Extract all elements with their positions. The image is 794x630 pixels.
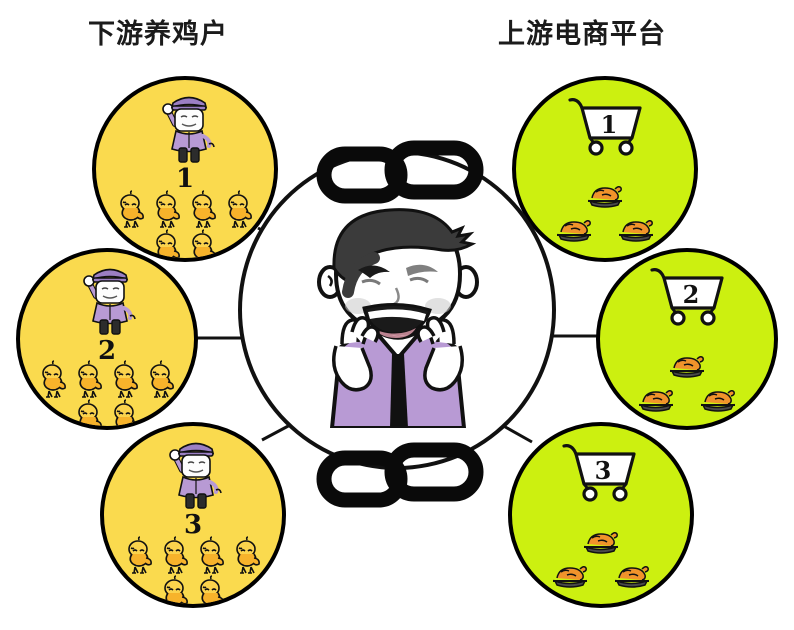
chick-icon: [156, 229, 180, 258]
chain-link-bottom-icon: [316, 442, 484, 508]
roast-chicken-icon: [557, 219, 591, 242]
farmer-figure: [168, 436, 224, 510]
chick-icon: [156, 190, 180, 228]
chick-icon: [78, 360, 102, 398]
chick-row: [122, 536, 264, 574]
chick-icon: [114, 360, 138, 398]
chick-row: [72, 399, 142, 426]
chick-icon: [192, 190, 216, 228]
chick-icon: [200, 575, 224, 604]
chick-icon: [164, 575, 188, 604]
chick-icon: [120, 190, 144, 228]
roast-chicken-group: [512, 528, 690, 590]
chick-icon: [192, 229, 216, 258]
farmer-node-index: 2: [97, 336, 117, 366]
roast-chicken-icon: [670, 355, 704, 378]
roast-chicken-row: [582, 182, 628, 210]
farmer-node-1[interactable]: 1: [92, 76, 278, 262]
chick-icon: [128, 536, 152, 574]
chick-icon: [78, 399, 102, 426]
roast-chicken-icon: [584, 531, 618, 554]
shopping-cart-icon: 1: [566, 94, 652, 162]
farmer-figure: [82, 262, 138, 336]
roast-chicken-row: [633, 386, 741, 414]
roast-chicken-row: [578, 528, 624, 556]
heading-upstream-ecommerce-platforms: 上游电商平台: [498, 19, 666, 50]
chick-row: [36, 360, 178, 398]
roast-chicken-icon: [701, 389, 735, 412]
farmer-node-index: 1: [175, 164, 195, 194]
roast-chicken-row: [547, 562, 655, 590]
roast-chicken-row: [664, 352, 710, 380]
platform-node-index: 3: [594, 456, 612, 485]
chick-group: [20, 360, 194, 426]
roast-chicken-icon: [619, 219, 653, 242]
roast-chicken-icon: [588, 185, 622, 208]
chick-row: [150, 229, 220, 258]
chick-icon: [150, 360, 174, 398]
heading-downstream-chicken-farmers: 下游养鸡户: [88, 19, 228, 50]
chick-icon: [228, 190, 252, 228]
chick-group: [96, 190, 274, 258]
farmer-node-index: 3: [183, 510, 203, 540]
platform-node-index: 2: [682, 280, 700, 309]
chick-icon: [236, 536, 260, 574]
platform-node-2[interactable]: 2: [596, 248, 778, 430]
chick-icon: [200, 536, 224, 574]
chick-row: [114, 190, 256, 228]
roast-chicken-group: [600, 352, 774, 414]
platform-node-3[interactable]: 3: [508, 422, 694, 608]
platform-node-index: 1: [600, 110, 618, 139]
roast-chicken-icon: [553, 565, 587, 588]
roast-chicken-icon: [639, 389, 673, 412]
roast-chicken-row: [551, 216, 659, 244]
roast-chicken-group: [516, 182, 694, 244]
middleman-character: [317, 208, 479, 428]
chick-icon: [42, 360, 66, 398]
chick-group: [104, 536, 282, 604]
chain-link-top-icon: [316, 140, 484, 204]
farmer-node-3[interactable]: 3: [100, 422, 286, 608]
platform-node-1[interactable]: 1: [512, 76, 698, 262]
chick-icon: [164, 536, 188, 574]
roast-chicken-icon: [615, 565, 649, 588]
farmer-figure: [161, 90, 217, 164]
farmer-node-2[interactable]: 2: [16, 248, 198, 430]
connector-left-3: [261, 422, 293, 442]
shopping-cart-icon: 2: [648, 264, 734, 332]
chick-row: [158, 575, 228, 604]
chick-icon: [114, 399, 138, 426]
shopping-cart-icon: 3: [560, 440, 646, 508]
